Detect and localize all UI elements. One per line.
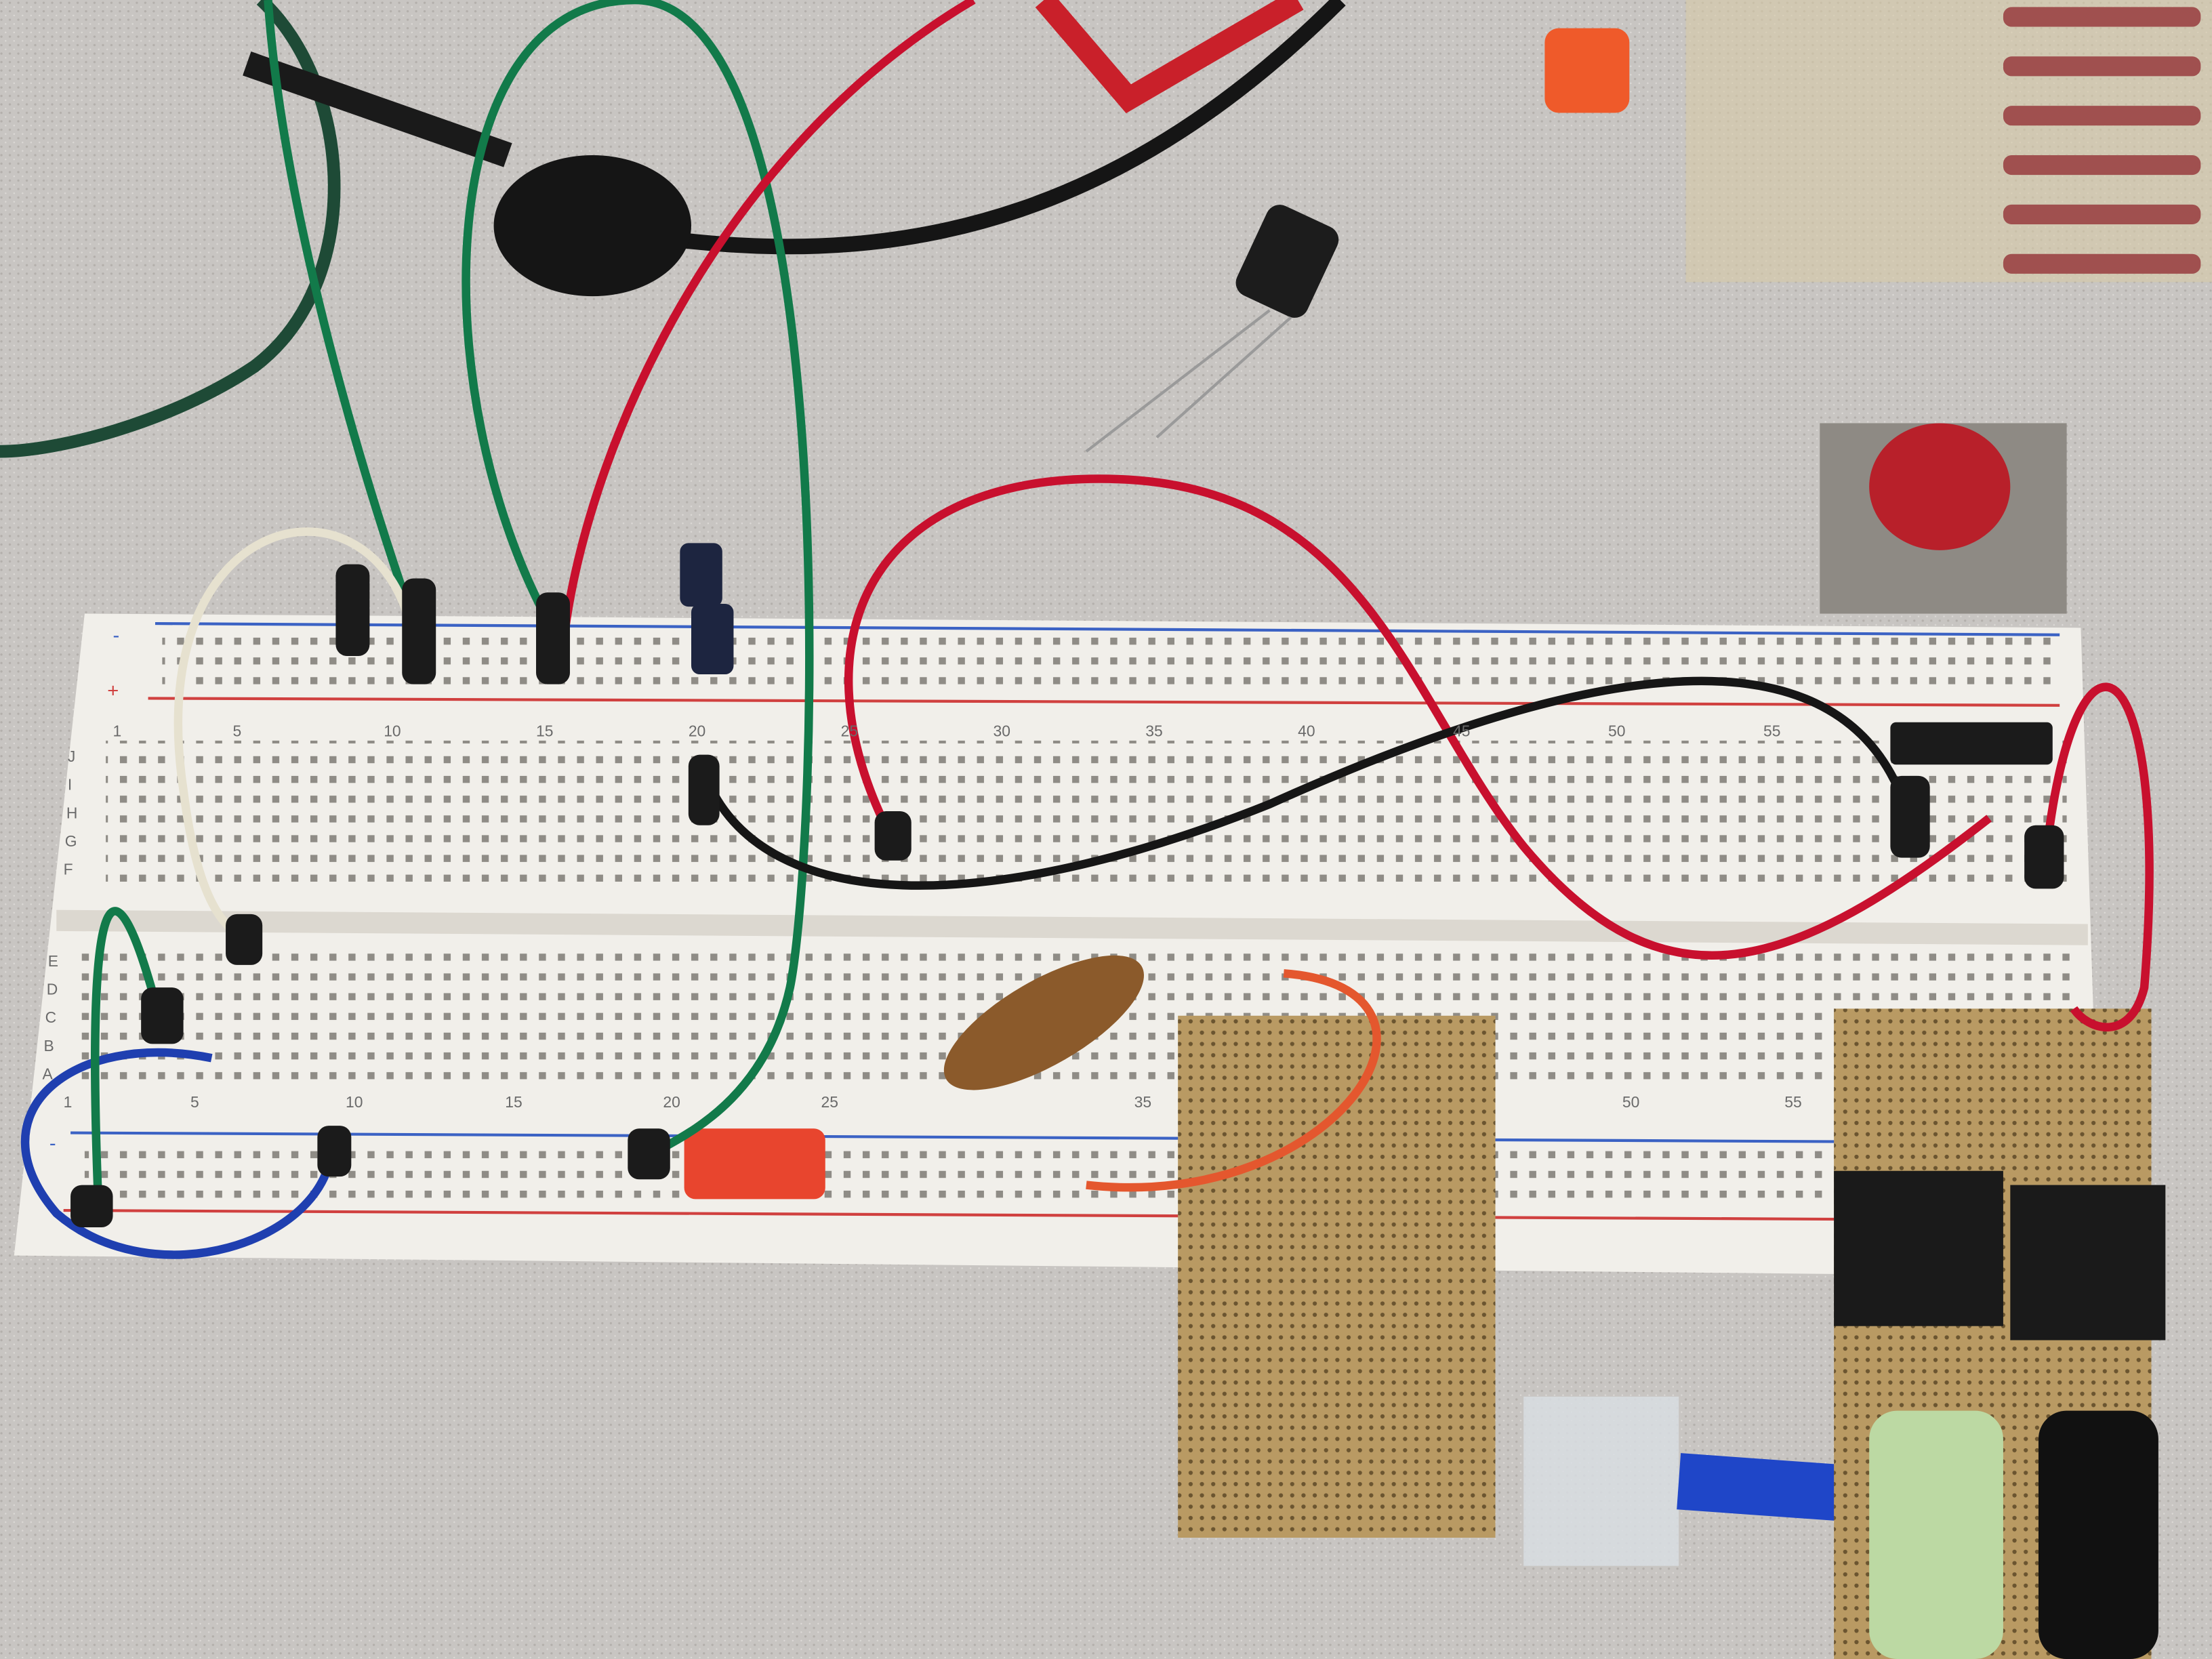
transformer: [1820, 423, 2067, 614]
svg-text:E: E: [48, 952, 58, 970]
svg-text:1: 1: [64, 1093, 73, 1111]
svg-text:20: 20: [663, 1093, 680, 1111]
svg-text:45: 45: [1453, 722, 1470, 740]
svg-text:40: 40: [1298, 722, 1315, 740]
svg-text:35: 35: [1145, 722, 1162, 740]
red-probe: [1035, 0, 1304, 114]
svg-text:C: C: [45, 1008, 57, 1026]
bottom-power-rail-holes: [84, 1145, 2046, 1202]
svg-text:H: H: [66, 804, 78, 821]
green-jumper-wire-long: [462, 0, 814, 1160]
perfboard-module: [1178, 1015, 1496, 1538]
top-blue-rail-line: [155, 622, 2060, 636]
probe-grip: [493, 155, 691, 297]
orange-jumper-wire: [1086, 969, 1381, 1192]
svg-text:50: 50: [1608, 722, 1625, 740]
black-jumper-wire-long: [701, 676, 1909, 890]
top-column-numbers: 1 5 10 15 20 25 30 35 40 45 50 55: [113, 722, 1781, 740]
top-row-letters: J I H G F: [64, 747, 78, 878]
white-jumper-wire: [173, 527, 413, 943]
svg-text:1: 1: [113, 722, 122, 740]
top-red-rail-line: [148, 697, 2060, 707]
svg-text:15: 15: [505, 1093, 522, 1111]
wire-connector-tips: [70, 564, 2064, 1228]
svg-text:35: 35: [1134, 1093, 1151, 1111]
svg-text:10: 10: [384, 722, 401, 740]
svg-text:15: 15: [536, 722, 553, 740]
red-jumper-wire-long: [844, 474, 1992, 960]
green-jumper-wire-short: [91, 907, 160, 1214]
svg-text:F: F: [64, 861, 73, 878]
rj45-jack: [1523, 1396, 1679, 1566]
svg-text:25: 25: [821, 1093, 838, 1111]
svg-text:D: D: [47, 981, 58, 998]
top-rail-minus-label: -: [113, 625, 120, 647]
black-audio-plug: [2038, 1410, 2158, 1659]
green-audio-plug: [1869, 1410, 2003, 1659]
loose-electrolytic-capacitor: [1085, 205, 1339, 453]
svg-text:5: 5: [190, 1093, 199, 1111]
svg-text:A: A: [42, 1065, 53, 1082]
audio-jack-right: [2010, 1185, 2166, 1340]
top-terminal-holes: [106, 740, 2067, 882]
svg-text:55: 55: [1763, 722, 1780, 740]
resistor-bands: [2003, 7, 2201, 274]
black-probe-body: [243, 51, 512, 167]
audio-jack-left: [1834, 1170, 2003, 1326]
svg-text:5: 5: [232, 722, 241, 740]
ceramic-capacitor: [943, 955, 1144, 1090]
svg-text:J: J: [68, 747, 75, 765]
bottom-red-rail-line: [63, 1208, 2060, 1222]
svg-text:G: G: [65, 832, 77, 850]
svg-text:I: I: [68, 776, 72, 794]
electrolytic-capacitor: [680, 543, 734, 675]
center-channel: [56, 909, 2088, 945]
svg-text:30: 30: [993, 722, 1010, 740]
bottom-row-letters: E D C B A: [42, 952, 58, 1083]
svg-text:50: 50: [1622, 1093, 1639, 1111]
green-jumper-wire-left: [264, 0, 428, 651]
bottom-blue-rail-line: [70, 1131, 2060, 1145]
svg-text:20: 20: [689, 722, 705, 740]
red-jumper-wire-top: [560, 0, 976, 636]
svg-text:B: B: [44, 1037, 54, 1054]
orange-capacitor-top: [1544, 28, 1630, 113]
film-capacitor: [684, 1128, 825, 1200]
svg-text:55: 55: [1784, 1093, 1801, 1111]
red-jumper-wire-right: [2041, 682, 2154, 1031]
resistor-strip: [1685, 0, 2212, 283]
svg-text:25: 25: [841, 722, 858, 740]
top-rail-plus-label: +: [107, 680, 119, 701]
bottom-column-numbers: 1 5 10 15 20 25 35 50 55: [64, 1093, 1802, 1111]
bottom-rail-minus-label: -: [49, 1133, 56, 1155]
top-power-rail-holes: [162, 634, 2053, 691]
svg-text:10: 10: [346, 1093, 363, 1111]
